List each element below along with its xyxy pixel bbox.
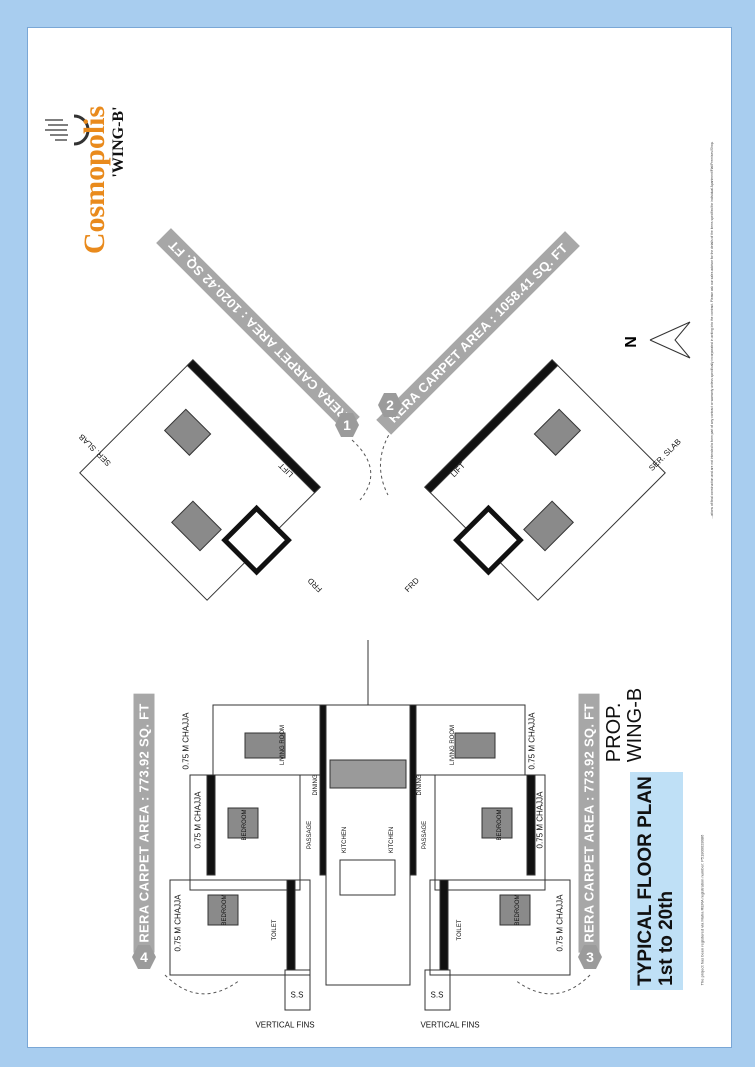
bedroom-label-3a: BEDROOM	[497, 809, 503, 841]
chajja-label-3a: 0.75 M CHAJJA	[527, 712, 537, 770]
unit-2-number: 2	[378, 393, 402, 417]
kitchen-label-4: KITCHEN	[342, 826, 348, 854]
bedroom-label-4a: BEDROOM	[242, 809, 248, 841]
living-room-label-4: LIVING ROOM	[280, 724, 286, 766]
unit-4-arrow	[164, 974, 241, 995]
plan-title: TYPICAL FLOOR PLAN 1st to 20th	[635, 776, 677, 986]
bedroom-label-3b: BEDROOM	[515, 894, 521, 926]
prop-line2: WING-B	[624, 687, 646, 763]
ss-label-3: S.S	[430, 990, 444, 1000]
registration-note: The project has been registered via Maha…	[699, 834, 705, 986]
passage-label-4: PASSAGE	[307, 820, 313, 850]
logo-wing: 'WING-B'	[110, 106, 127, 178]
unit-3-number: 3	[578, 945, 602, 969]
unit-4-number: 4	[132, 945, 156, 969]
bedroom-label-4b: BEDROOM	[222, 894, 228, 926]
unit-3-area-banner: RERA CARPET AREA : 773.92 SQ. FT	[578, 693, 600, 953]
disclaimer-note: ...ations of final construction and are …	[710, 141, 714, 519]
vertical-fins-label-4: VERTICAL FINS	[255, 1020, 315, 1030]
title-box: TYPICAL FLOOR PLAN 1st to 20th	[630, 772, 683, 990]
plan-title-line2: 1st to 20th	[656, 890, 677, 986]
unit-1-arrow	[351, 439, 372, 501]
chajja-label-4c: 0.75 M CHAJJA	[173, 894, 183, 952]
unit-3-arrow	[514, 974, 591, 995]
central-core	[325, 640, 411, 986]
chajja-label-3b: 0.75 M CHAJJA	[535, 791, 545, 849]
north-label: N	[623, 336, 640, 348]
chajja-label-4a: 0.75 M CHAJJA	[181, 712, 191, 770]
unit-4-area-banner: RERA CARPET AREA : 773.92 SQ. FT	[133, 693, 155, 953]
prop-wing-label: PROP. WING-B	[603, 687, 646, 763]
unit-4-plan	[169, 704, 327, 1011]
ss-label-4: S.S	[290, 990, 304, 1000]
unit-1-plan	[79, 359, 321, 601]
plan-title-line1: TYPICAL FLOOR PLAN	[635, 776, 656, 986]
unit-2-arrow	[379, 424, 396, 496]
toilet-label-4: TOILET	[272, 919, 278, 941]
toilet-label-3: TOILET	[457, 919, 463, 941]
logo-icon	[45, 114, 90, 146]
chajja-label-4b: 0.75 M CHAJJA	[193, 791, 203, 849]
unit-1-number: 1	[335, 413, 359, 437]
unit-2-plan	[424, 359, 666, 601]
unit-3-plan	[409, 704, 571, 1011]
passage-label-3: PASSAGE	[422, 820, 428, 850]
vertical-fins-label-3: VERTICAL FINS	[420, 1020, 480, 1030]
north-arrow-icon	[649, 321, 691, 359]
prop-line1: PROP.	[603, 702, 625, 763]
dining-label-4: DINING	[313, 774, 319, 796]
dining-label-3: DINING	[417, 774, 423, 796]
logo-name: Cosmopolis	[78, 105, 111, 255]
living-room-label-3: LIVING ROOM	[450, 724, 456, 766]
kitchen-label-3: KITCHEN	[389, 826, 395, 854]
chajja-label-3c: 0.75 M CHAJJA	[555, 894, 565, 952]
